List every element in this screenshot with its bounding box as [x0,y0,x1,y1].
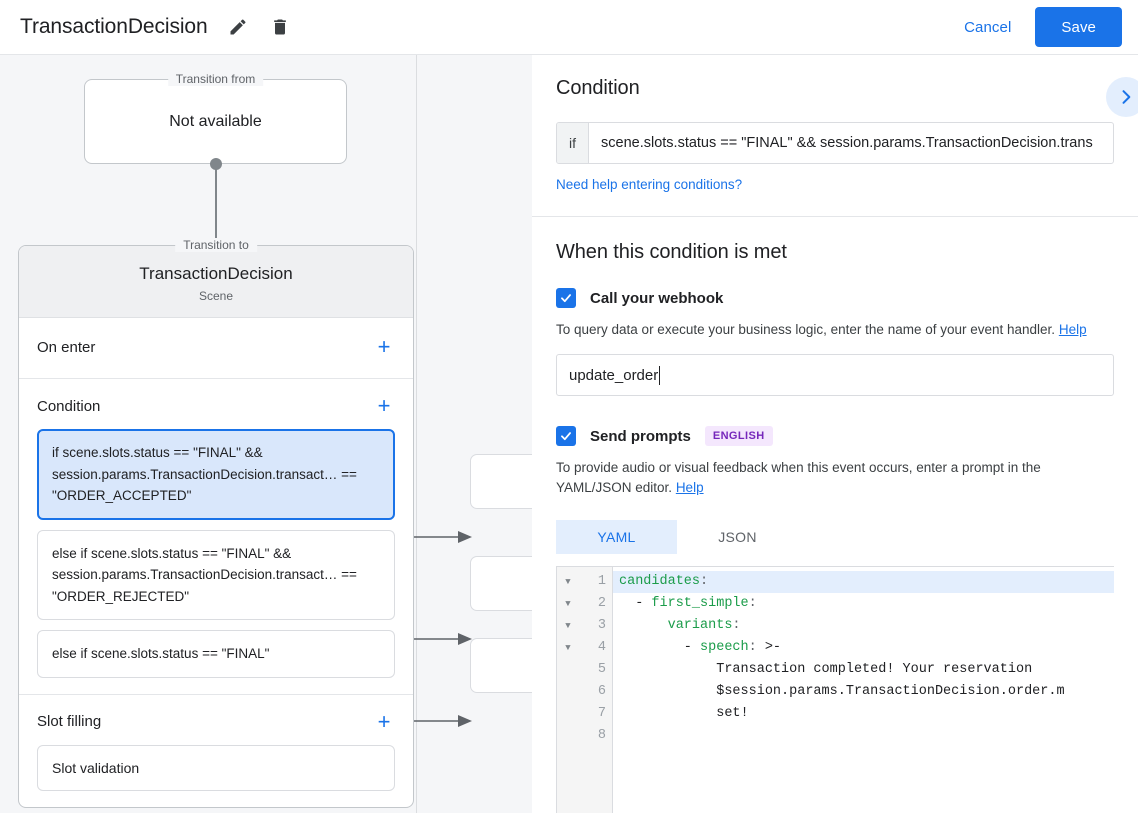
prompts-helper-body: To provide audio or visual feedback when… [556,460,1041,495]
webhook-help-link[interactable]: Help [1058,322,1087,337]
canvas-vertical-divider [416,55,417,813]
scene-graph-canvas[interactable]: Transition from Not available Transiti [0,55,532,813]
branch-target-box[interactable] [470,638,532,693]
send-prompts-row: Send prompts ENGLISH [556,426,1114,446]
check-icon [561,294,571,303]
send-prompts-label: Send prompts [590,427,691,445]
call-webhook-checkbox[interactable] [556,288,576,308]
code-line: Transaction completed! Your reservation [619,662,1033,677]
webhook-handler-input[interactable]: update_order [556,354,1114,396]
when-condition-met-title: When this condition is met [556,241,787,263]
section-title-on-enter: On enter [37,338,96,356]
code-line-number: 1 [597,574,606,589]
pencil-icon[interactable] [226,15,250,39]
tab-yaml[interactable]: YAML [556,520,677,554]
call-webhook-label: Call your webhook [590,289,724,307]
cancel-button[interactable]: Cancel [950,11,1025,44]
section-on-enter: On enter + [19,318,413,379]
code-line-number: 3 [597,618,606,633]
transition-from-legend: Transition from [167,72,264,86]
save-button[interactable]: Save [1035,7,1122,47]
branch-target-box[interactable] [470,454,532,509]
yaml-code-editor[interactable]: ▼ ▼ ▼ ▼ 1 2 3 4 5 6 7 8 candidates: - first_simple… [556,566,1114,813]
code-line: $session.params.TransactionDecision.orde… [619,684,1065,699]
editor-format-tabs: YAML JSON [556,520,1114,554]
language-badge: ENGLISH [704,426,773,446]
webhook-handler-value: update_order [569,366,659,384]
condition-list-item[interactable]: if scene.slots.status == "FINAL" && sess… [37,429,395,520]
code-line-number: 4 [597,640,606,655]
condition-list-item[interactable]: else if scene.slots.status == "FINAL" [37,630,395,678]
top-bar-actions: Cancel Save [950,7,1122,47]
top-app-bar: TransactionDecision Cancel Save [0,0,1138,55]
fold-gutter-row [557,659,579,681]
condition-expression-input[interactable]: scene.slots.status == "FINAL" && session… [601,135,1093,151]
branch-target-box[interactable] [470,556,532,611]
fold-gutter-row [557,725,579,747]
code-line-number: 7 [597,706,606,721]
code-line-number-gutter: 1 2 3 4 5 6 7 8 [579,567,613,813]
condition-if-prefix: if [557,123,589,163]
chevron-right-icon-glyph [1122,90,1131,104]
condition-input-row[interactable]: if scene.slots.status == "FINAL" && sess… [556,122,1114,164]
fold-toggle-icon[interactable]: ▼ [565,599,571,609]
fold-gutter-row [557,681,579,703]
code-line-number: 8 [597,728,606,743]
check-icon [561,432,571,441]
condition-details-panel: Condition if scene.slots.status == "FINA… [532,55,1138,813]
pencil-icon-glyph [230,19,246,35]
code-line-number: 2 [597,596,606,611]
tab-json[interactable]: JSON [718,529,757,545]
scene-card-header[interactable]: TransactionDecision Scene [19,246,413,318]
section-title-slot-filling: Slot filling [37,713,102,730]
code-line: set! [619,706,749,721]
code-line [613,725,1114,747]
trash-icon[interactable] [268,15,292,39]
add-slot-filling-button[interactable]: + [377,708,391,734]
page-title: TransactionDecision [20,15,208,38]
panel-when-section: When this condition is met Call your web… [532,217,1138,813]
scene-type: Scene [198,289,234,303]
transition-from-value: Not available [169,112,262,130]
code-line: candidates: [613,571,1114,593]
code-line: - speech: >- [619,640,782,655]
text-caret [659,365,661,385]
scene-name: TransactionDecision [139,264,293,283]
code-line: - first_simple: [619,596,757,611]
chevron-right-icon[interactable] [1106,77,1138,117]
panel-title: Condition [556,77,640,99]
code-line: variants: [667,618,741,633]
condition-help-link[interactable]: Need help entering conditions? [556,177,743,192]
send-prompts-checkbox[interactable] [556,426,576,446]
fold-gutter-row [557,703,579,725]
code-line-number: 5 [597,662,606,677]
transition-to-legend: Transition to [175,238,257,252]
transition-from-card[interactable]: Transition from Not available [84,72,347,164]
fold-toggle-icon[interactable]: ▼ [565,621,571,631]
webhook-helper-text: To query data or execute your business l… [556,320,1114,340]
slot-validation-item[interactable]: Slot validation [37,744,395,791]
add-on-enter-button[interactable]: + [377,334,391,359]
code-text-area[interactable]: candidates: - first_simple: variants: - … [613,567,1114,813]
prompts-help-link[interactable]: Help [675,480,704,495]
transition-to-scene-card: Transition to TransactionDecision Scene … [18,238,414,808]
call-webhook-row: Call your webhook [556,288,1114,308]
section-condition: Condition + if scene.slots.status == "FI… [19,379,413,695]
panel-condition-section: Condition if scene.slots.status == "FINA… [532,55,1138,217]
code-line-number: 6 [597,684,606,699]
canvas-inner: Transition from Not available Transiti [0,55,532,813]
code-fold-gutter[interactable]: ▼ ▼ ▼ ▼ [557,567,579,813]
condition-list-item[interactable]: else if scene.slots.status == "FINAL" &&… [37,529,395,620]
prompts-helper-text: To provide audio or visual feedback when… [556,458,1114,498]
fold-toggle-icon[interactable]: ▼ [565,577,571,587]
webhook-helper-body: To query data or execute your business l… [556,322,1056,337]
fold-toggle-icon[interactable]: ▼ [565,643,571,653]
add-condition-button[interactable]: + [377,393,391,418]
section-slot-filling: Slot filling + Slot validation [19,695,413,807]
trash-icon-glyph [273,19,286,35]
section-title-condition: Condition [37,397,101,415]
